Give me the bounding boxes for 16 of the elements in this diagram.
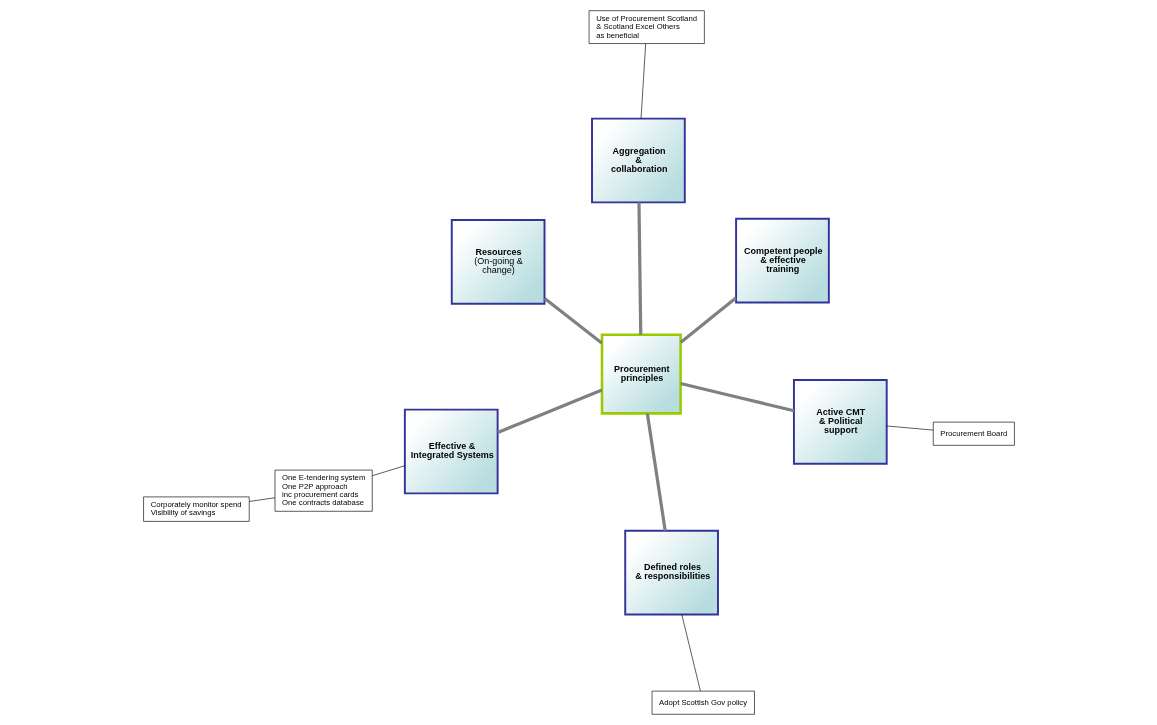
node-box: Defined roles & responsibilities — [623, 529, 719, 616]
connector — [640, 43, 646, 119]
connector — [679, 381, 794, 413]
node-box: Active CMT & Political support — [792, 379, 888, 465]
connector — [636, 202, 642, 335]
node-box: Effective & Integrated Systems — [403, 408, 499, 495]
node-box: Resources (On-going & change) — [450, 219, 545, 305]
connector — [679, 296, 737, 344]
connector — [645, 413, 667, 531]
node-box: Procurement principles — [600, 333, 682, 415]
connector — [496, 388, 602, 434]
node-box: Aggregation & collaboration — [590, 117, 686, 204]
node-box: Competent people & effective training — [734, 217, 830, 304]
connector — [543, 297, 603, 345]
connector — [371, 465, 405, 476]
connector — [248, 497, 275, 502]
